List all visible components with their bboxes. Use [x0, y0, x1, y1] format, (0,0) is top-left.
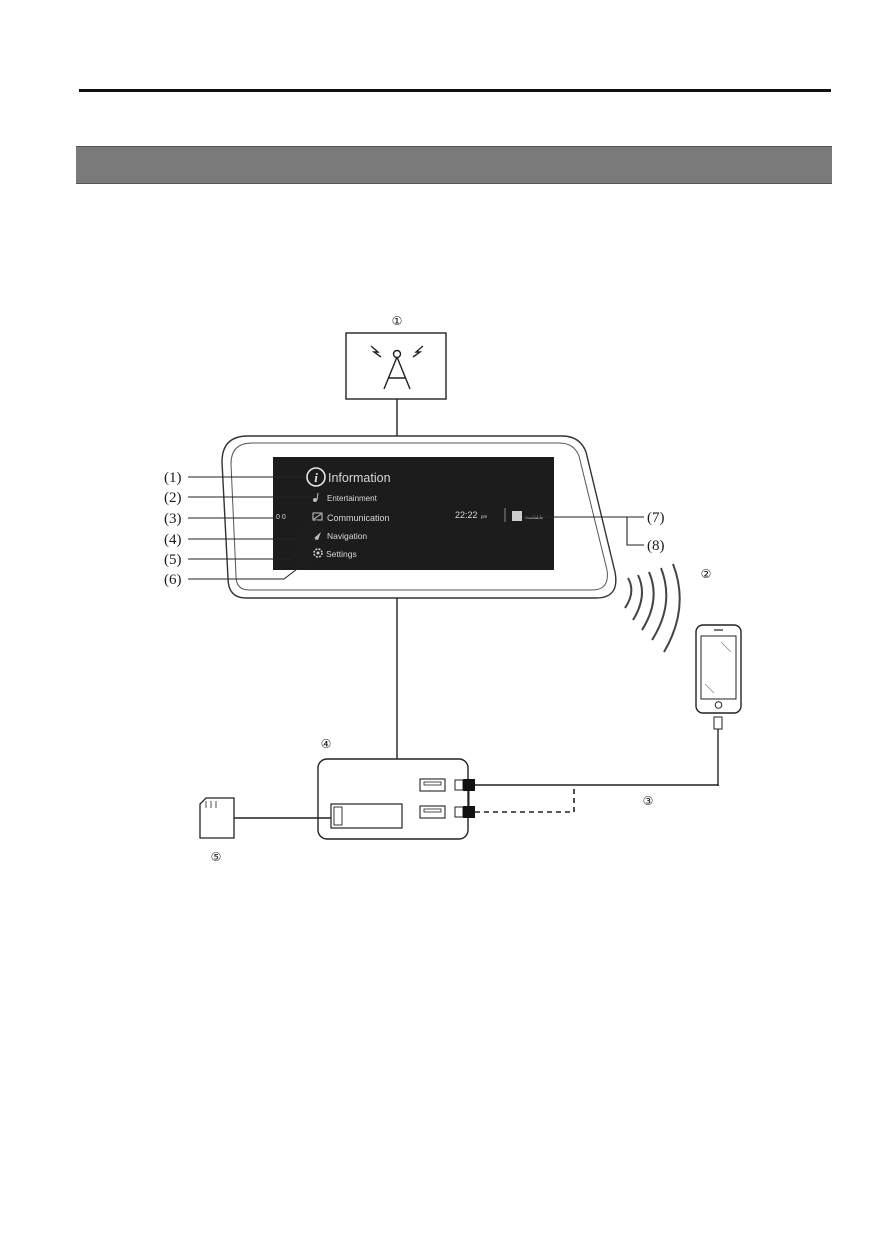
- info-icon[interactable]: i: [306, 467, 326, 487]
- usb-plug-bottom: [454, 806, 475, 818]
- antenna-marker: ①: [392, 314, 403, 328]
- usb-hub-marker: ④: [321, 737, 332, 751]
- status-icon: [512, 511, 522, 521]
- svg-text:i: i: [314, 470, 318, 485]
- callout-6: (6): [164, 572, 182, 588]
- top-rule: [79, 89, 831, 92]
- callout-2: (2): [164, 490, 182, 506]
- menu-information[interactable]: Information: [328, 471, 391, 485]
- clock-suffix: pm: [481, 514, 488, 519]
- callout-leaders-left: [188, 476, 318, 580]
- callout-3: (3): [164, 511, 182, 527]
- callout-5: (5): [164, 552, 182, 568]
- cable-marker: ③: [643, 794, 654, 808]
- menu-settings[interactable]: Settings: [326, 549, 357, 559]
- head-unit-inner: [230, 442, 608, 591]
- usb-plug-top: [454, 779, 475, 791]
- callout-8: (8): [647, 538, 665, 554]
- menu-communication[interactable]: Communication: [327, 513, 390, 523]
- sd-slot: [330, 803, 403, 829]
- communication-icon[interactable]: [312, 512, 323, 521]
- clock-readout: 22:22: [455, 510, 478, 520]
- phone-cable-plug: [713, 716, 723, 786]
- menu-entertainment[interactable]: Entertainment: [327, 494, 378, 503]
- wireless-waves: [624, 563, 681, 653]
- callout-leaders-right: [522, 516, 644, 546]
- usb-port-bottom: [419, 805, 446, 819]
- callout-1: (1): [164, 470, 182, 486]
- section-header-bar: [76, 146, 832, 184]
- usb-cable-dashed: [475, 785, 575, 813]
- sd-card-marker: ⑤: [211, 850, 222, 864]
- sd-card-icon: [199, 797, 235, 839]
- menu-navigation[interactable]: Navigation: [327, 531, 367, 541]
- usb-cable-solid: [475, 784, 719, 786]
- screen-left-indicator: 0 0: [276, 514, 286, 521]
- callout-7: (7): [647, 510, 665, 526]
- phone-marker: ②: [701, 567, 712, 581]
- antenna-icon: [370, 345, 424, 390]
- gear-icon[interactable]: [313, 548, 323, 558]
- music-note-icon[interactable]: [313, 492, 319, 502]
- callout-4: (4): [164, 532, 182, 548]
- antenna-box: [345, 332, 447, 400]
- smartphone-icon: [695, 624, 742, 714]
- usb-port-top: [419, 778, 446, 792]
